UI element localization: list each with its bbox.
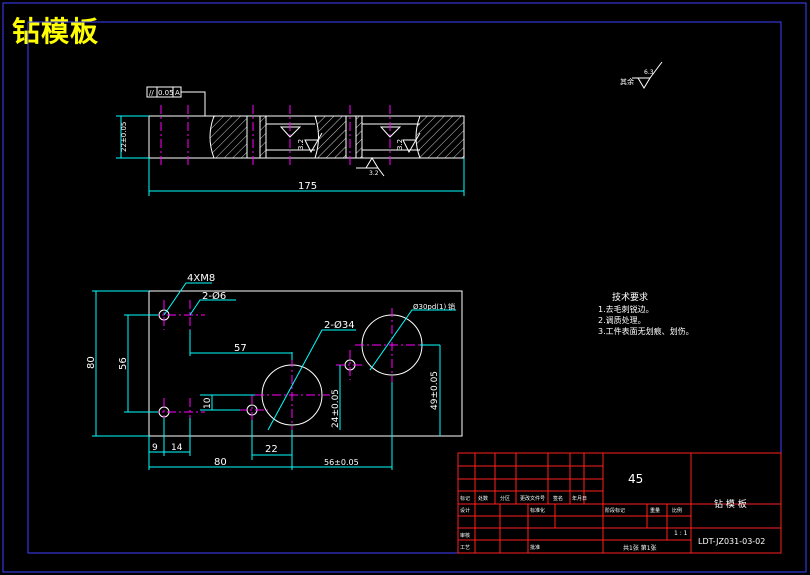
- title-scale: 1 : 1: [674, 530, 688, 537]
- bore-tag: 销: [448, 302, 455, 311]
- dim-9: 9: [152, 443, 158, 453]
- tolerance-datum: A: [175, 89, 180, 97]
- plate-outline: [148, 290, 463, 437]
- roughness-mark-3: 3.2: [369, 170, 379, 177]
- tb-label-mark: 标记: [460, 495, 470, 502]
- title-material: 45: [628, 472, 643, 486]
- hatch-region-5: [415, 115, 465, 159]
- dim-56: 56: [118, 357, 129, 370]
- dim-80-height: 80: [86, 356, 97, 369]
- tb-label-count: 处数: [478, 495, 488, 502]
- tapped-holes-label: 4XM8: [187, 273, 215, 284]
- tech-req-item-3: 3.工件表面无划痕、划伤。: [598, 326, 694, 336]
- hatch-region-2: [259, 115, 267, 159]
- hatch-region-1: [209, 115, 248, 159]
- tb-label-approve: 批准: [530, 544, 540, 551]
- tolerance-value: 0.05: [158, 89, 174, 97]
- tb-label-process: 工艺: [460, 545, 470, 551]
- tolerance-frame: [146, 86, 206, 116]
- tb-label-date: 年月日: [572, 495, 587, 502]
- tolerance-symbol: //: [149, 89, 154, 97]
- tech-req-item-2: 2.调质处理。: [598, 315, 646, 325]
- length-dim: 175: [298, 181, 317, 192]
- section-centerlines: [160, 105, 391, 165]
- tb-label-weight: 重量: [650, 507, 660, 514]
- title-part-name: 钻 模 板: [714, 498, 747, 510]
- large-holes-label: 2-Ø34: [324, 319, 355, 331]
- tech-req-item-1: 1.去毛刺锐边。: [598, 304, 654, 314]
- hatch-region-4: [355, 115, 363, 159]
- dim-80-width: 80: [214, 457, 227, 468]
- plan-centerlines: [150, 300, 430, 432]
- dim-57: 57: [234, 343, 247, 354]
- title-drawing-no: LDT-JZ031-03-02: [698, 537, 765, 546]
- dim-22: 22: [265, 444, 278, 455]
- small-holes-label: 2-Ø6: [202, 290, 226, 302]
- dim-10: 10: [203, 397, 213, 409]
- title-block: [457, 452, 782, 554]
- hatch-region-3: [314, 115, 347, 159]
- thickness-dim: 22±0.05: [120, 122, 128, 152]
- tb-label-stage: 阶段标记: [605, 507, 625, 514]
- title-sheet: 共1张 第1张: [623, 544, 657, 552]
- plan-holes: [158, 309, 423, 426]
- tb-label-scale: 比例: [672, 507, 682, 514]
- tb-label-change: 更改文件号: [520, 495, 545, 502]
- dim-24: 24±0.05: [331, 389, 341, 428]
- drawing-title: 钻模板: [12, 15, 100, 48]
- tb-label-zone: 分区: [500, 495, 510, 502]
- roughness-mark-1: 3.2: [297, 139, 305, 150]
- bore-label: Ø30pd(1): [413, 303, 446, 311]
- dim-14: 14: [171, 443, 183, 453]
- section-view: [148, 115, 465, 159]
- tech-req-title: 技术要求: [612, 291, 648, 303]
- roughness-note-prefix: 其余: [620, 77, 634, 86]
- tb-label-sign: 签名: [553, 495, 563, 502]
- tb-label-review: 审核: [460, 532, 470, 539]
- roughness-note-value: 6.3: [644, 69, 654, 76]
- dim-49: 49±0.05: [430, 371, 440, 410]
- tb-label-design: 设计: [460, 507, 470, 514]
- tb-label-standard: 标准化: [530, 507, 545, 514]
- inner-frame: [27, 21, 782, 554]
- roughness-mark-2: 3.2: [396, 139, 404, 150]
- dim-56-bottom: 56±0.05: [324, 458, 359, 467]
